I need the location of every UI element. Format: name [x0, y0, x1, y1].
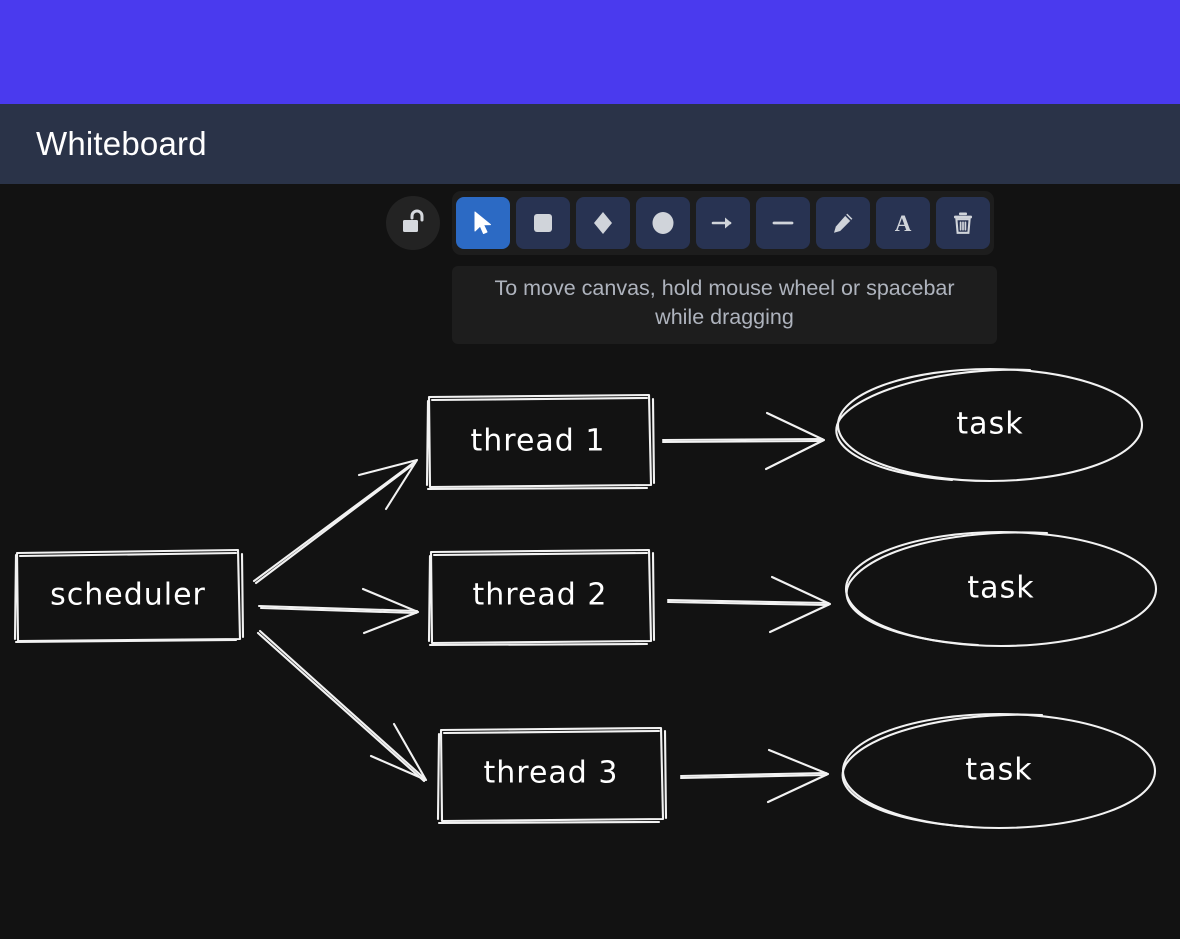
- connector-thread-1-to-task-1[interactable]: [661, 411, 826, 471]
- tool-diamond[interactable]: [576, 197, 630, 249]
- connector-thread-2-to-task-2[interactable]: [666, 575, 832, 634]
- tool-erase[interactable]: [936, 197, 990, 249]
- connector-scheduler-to-thread-3[interactable]: [256, 629, 428, 783]
- tool-draw[interactable]: [816, 197, 870, 249]
- tool-text[interactable]: A: [876, 197, 930, 249]
- shape-thread-2[interactable]: thread 2: [427, 548, 656, 647]
- arrow-right-icon: [711, 217, 732, 229]
- shape-label-task-1: task: [956, 407, 1023, 442]
- text-a-icon: A: [895, 211, 912, 236]
- tool-selection[interactable]: [456, 197, 510, 249]
- shape-label-scheduler: scheduler: [50, 578, 206, 613]
- svg-text:A: A: [895, 211, 912, 236]
- unlock-icon: [403, 209, 424, 232]
- shape-label-thread-1: thread 1: [471, 424, 606, 459]
- title-bar: Whiteboard: [0, 104, 1180, 184]
- shape-label-thread-3: thread 3: [484, 756, 619, 791]
- tool-line[interactable]: [756, 197, 810, 249]
- line-icon: [772, 221, 794, 225]
- trash-icon: [954, 212, 972, 234]
- canvas-move-hint: To move canvas, hold mouse wheel or spac…: [452, 266, 997, 344]
- hint-line-1: To move canvas, hold mouse wheel or spac…: [494, 276, 955, 300]
- tool-ellipse[interactable]: [636, 197, 690, 249]
- pencil-icon: [834, 213, 853, 233]
- diagram-svg: scheduler thread 1 thread 2 thread 3: [13, 367, 1158, 830]
- tool-rectangle[interactable]: [516, 197, 570, 249]
- tool-arrow[interactable]: [696, 197, 750, 249]
- shape-label-task-3: task: [965, 753, 1032, 788]
- connector-scheduler-to-thread-1[interactable]: [252, 458, 419, 585]
- shape-label-thread-2: thread 2: [473, 578, 608, 613]
- cursor-arrow-icon: [474, 211, 491, 234]
- page-title: Whiteboard: [36, 125, 207, 162]
- connector-scheduler-to-thread-2[interactable]: [257, 587, 420, 635]
- shape-thread-3[interactable]: thread 3: [436, 726, 668, 825]
- square-icon: [534, 214, 552, 232]
- diamond-icon: [594, 212, 612, 234]
- shape-thread-1[interactable]: thread 1: [425, 393, 656, 491]
- unlock-toggle-button[interactable]: [386, 196, 440, 250]
- tool-palette: A: [452, 191, 994, 255]
- status-bar: [0, 0, 1180, 104]
- shape-task-2[interactable]: task: [844, 530, 1158, 648]
- hint-line-2: while dragging: [655, 305, 794, 329]
- shape-task-3[interactable]: task: [841, 712, 1157, 830]
- connector-thread-3-to-task-3[interactable]: [679, 748, 830, 804]
- shape-scheduler[interactable]: scheduler: [13, 548, 245, 644]
- ellipse-icon: [652, 212, 674, 234]
- shape-label-task-2: task: [967, 571, 1034, 606]
- shape-task-1[interactable]: task: [835, 367, 1144, 483]
